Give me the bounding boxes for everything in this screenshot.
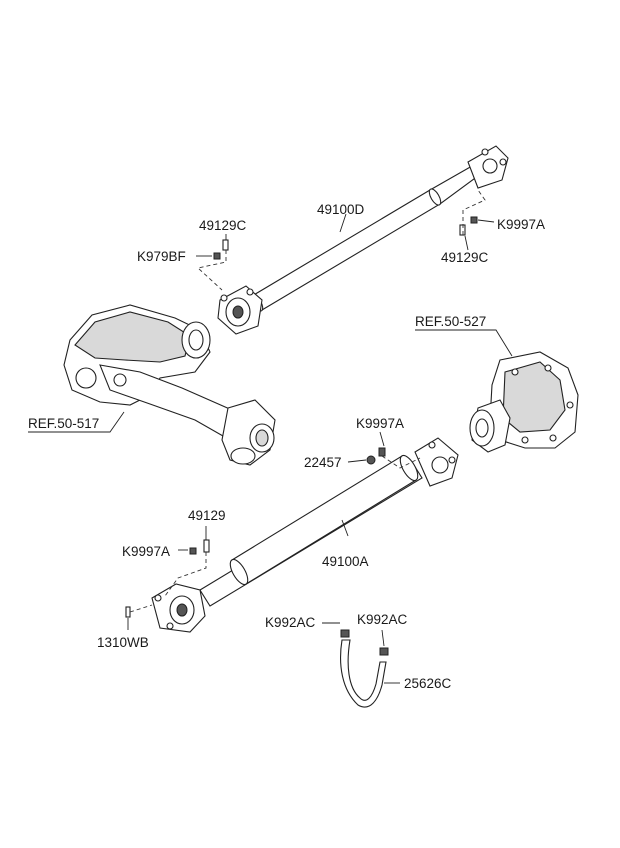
label-nut-rear-upper: K9997A <box>356 416 404 431</box>
label-shaft-rear: 49100A <box>322 554 369 569</box>
leader-lines <box>28 213 513 684</box>
label-bolt-front-upper: 49129C <box>199 218 247 233</box>
rear-propeller-shaft <box>151 437 459 633</box>
label-washer-rear: 22457 <box>304 455 342 470</box>
label-nut-rear-left: K9997A <box>122 544 170 559</box>
label-bolt-front-lower: 49129C <box>441 250 489 265</box>
label-clip-left: K992AC <box>265 615 316 630</box>
rear-shaft-bolts <box>125 447 421 618</box>
label-bolt-rear-lower: 1310WB <box>97 635 149 650</box>
label-clip-right: K992AC <box>357 612 408 627</box>
front-flange-bolts <box>197 189 486 291</box>
label-ref-rear-diff: REF.50-527 <box>415 314 486 329</box>
front-propeller-shaft <box>217 145 509 335</box>
label-bolt-rear: 49129 <box>188 508 226 523</box>
label-nut-front-left: K979BF <box>137 249 186 264</box>
rear-differential-carrier <box>469 351 579 453</box>
label-nut-front-right: K9997A <box>497 217 545 232</box>
front-axle-housing <box>63 304 276 466</box>
label-ref-front-axle: REF.50-517 <box>28 416 99 431</box>
safety-strap <box>340 629 389 708</box>
label-shaft-front: 49100D <box>317 202 365 217</box>
label-strap: 25626C <box>404 676 452 691</box>
